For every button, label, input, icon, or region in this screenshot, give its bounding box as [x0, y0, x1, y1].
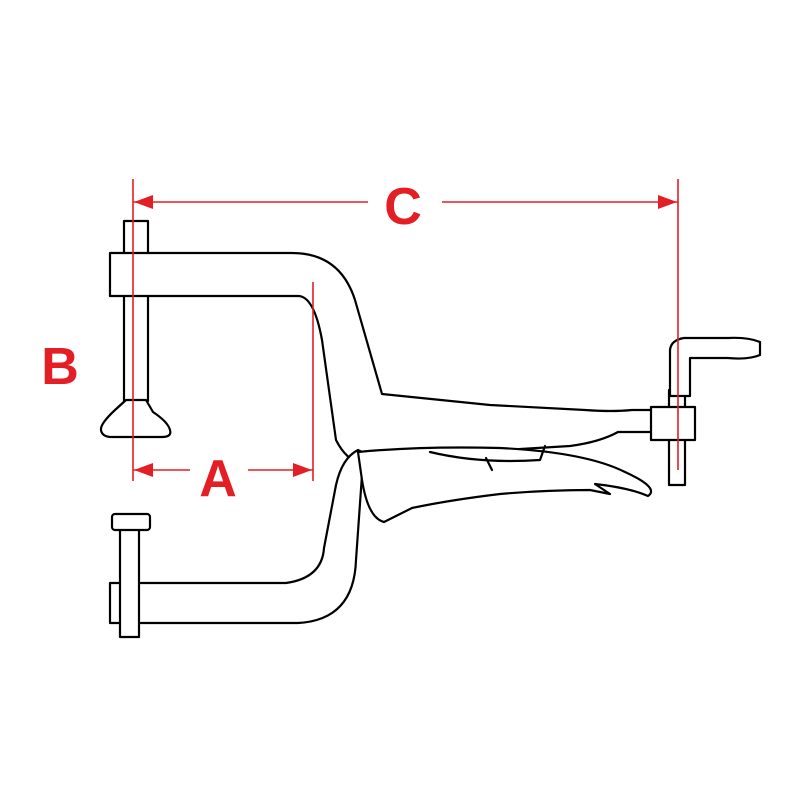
dimension-lines: C A B [41, 178, 679, 508]
a-arrow-right [293, 463, 312, 477]
locking-c-clamp-drawing [99, 219, 762, 639]
upper-swivel-pad [99, 219, 172, 439]
lower-swivel-pad [110, 512, 152, 639]
dimension-label-c: C [384, 178, 422, 236]
upper-jaw-arm [108, 251, 657, 466]
adjustment-crank-handle [649, 336, 762, 487]
c-arrow-right [658, 195, 677, 209]
dimension-label-a: A [199, 450, 237, 508]
lower-handle [356, 446, 653, 524]
dimension-label-b: B [41, 338, 79, 396]
c-arrow-left [134, 195, 153, 209]
a-arrow-left [134, 463, 153, 477]
lower-jaw-arm [108, 448, 370, 625]
